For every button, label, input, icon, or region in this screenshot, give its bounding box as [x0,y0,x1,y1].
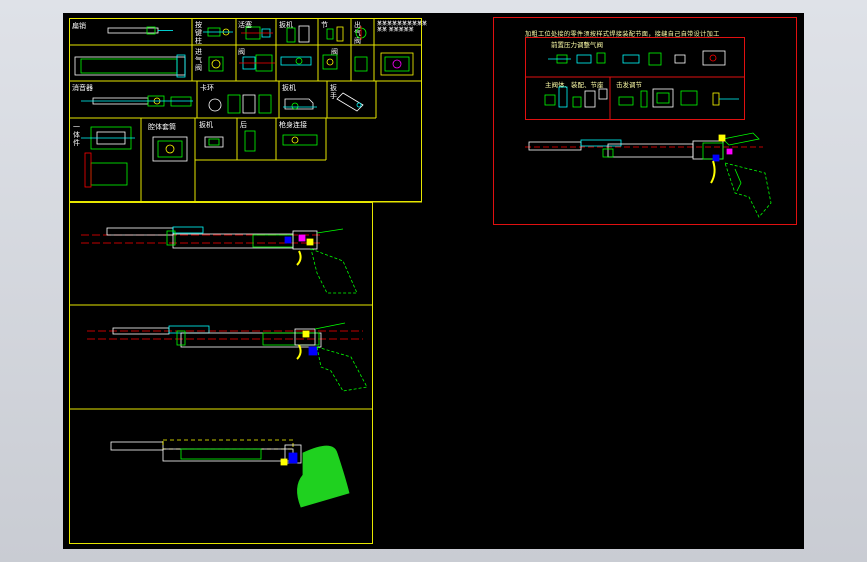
views-sheet-grid [69,304,373,410]
cell-label-15: 腔体套筒 [148,123,176,131]
cell-label-6: 出气阀 [354,21,361,45]
cell-label-10: 消音器 [72,84,93,92]
cell-label-1: 扁销 [72,22,86,30]
subpanel-label-3: 击发调节 [616,81,642,89]
cell-label-8: 阀 [238,48,245,56]
cell-label-11: 卡环 [200,84,214,92]
gun-view-1 [81,226,358,294]
parts-drawings [74,25,414,188]
gun-view-2 [87,322,368,392]
cell-label-18: 枪身连接 [279,121,307,129]
drawing-canvas[interactable]: 扁销 按键柱 活塞 扳机 节 出气阀 进气阀 阀 阀 消音器 卡环 扳机 扳手 … [63,13,804,549]
assembly-subpanel-drawings [544,50,739,108]
cell-label-16: 扳机 [199,121,213,129]
assembly-subpanel-grid [525,76,745,120]
cell-label-12: 扳机 [282,84,296,92]
assembly-gun-drawing [525,132,772,218]
subpanel-label-1: 前置压力调整气阀 [551,41,603,49]
cell-label-13: 扳手 [330,84,337,100]
views-sheet-frame [69,202,373,544]
cell-label-3: 活塞 [238,21,252,29]
cell-label-14: 一体件 [73,123,80,147]
cell-label-9: 阀 [331,48,338,56]
cell-label-7: 进气阀 [195,48,202,72]
assembly-subpanel-frame [525,37,745,120]
title-block-text: 某某某某某某某某某某 某某 某某某某某 [377,21,428,33]
cell-label-17: 后 [240,121,247,129]
cell-label-2: 按键柱 [195,21,202,45]
assembly-sheet-frame [493,17,797,225]
cell-label-4: 扳机 [279,21,293,29]
assembly-note: 加粗工位处接的零件须按样式焊接装配节面，接缝自己自带设计加工 [525,31,720,38]
cell-label-5: 节 [321,21,328,29]
subpanel-label-2: 主阀体、装配、节座 [545,81,604,89]
gun-view-3 [110,439,350,508]
